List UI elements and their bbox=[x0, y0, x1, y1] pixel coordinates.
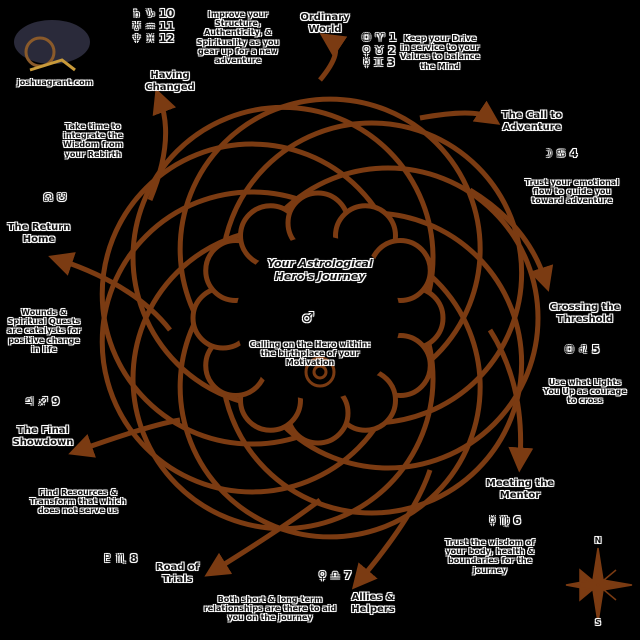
call-to-adventure-title: The Call to Adventure bbox=[501, 110, 563, 133]
center-title: Your Astrological Hero's Journey bbox=[267, 257, 373, 283]
logo-stand-icon bbox=[29, 58, 76, 72]
call-to-adventure-note: Trust your emotional flow to guide you t… bbox=[525, 178, 619, 206]
ordinary-world-title: Ordinary World bbox=[300, 12, 350, 35]
meeting-mentor-title: Meeting the Mentor bbox=[485, 478, 555, 501]
compass-star-icon bbox=[565, 547, 633, 623]
center-spiral bbox=[304, 356, 336, 388]
final-showdown-glyphs: ♃ ♐ 9 bbox=[24, 395, 60, 408]
center-subtitle: Calling on the Hero within: the birthpla… bbox=[249, 340, 371, 368]
return-home-note: Take time to integrate the Wisdom from y… bbox=[63, 122, 123, 159]
allies-title: Allies & Helpers bbox=[351, 592, 395, 615]
crossing-threshold-title: Crossing the Threshold bbox=[549, 302, 621, 325]
compass-south: S bbox=[595, 618, 601, 627]
allies-note: Both short & long-term relationships are… bbox=[203, 595, 337, 623]
having-changed-note: Improve your Structure, Authenticity, & … bbox=[196, 10, 280, 65]
meeting-mentor-note: Trust the wisdom of your body, health & … bbox=[445, 538, 535, 575]
logo-cloud-icon bbox=[14, 20, 90, 64]
stage-arrow bbox=[419, 100, 501, 125]
return-home-glyphs: ☊ ☋ bbox=[43, 191, 67, 204]
crossing-threshold-note: Use what Lights You Up as courage to cro… bbox=[543, 378, 627, 406]
return-home-title: The Return Home bbox=[7, 222, 71, 245]
call-to-adventure-glyphs: ☽ ♋ 4 bbox=[542, 147, 578, 160]
final-showdown-title: The Final Showdown bbox=[12, 425, 74, 448]
mars-glyph: ♂ bbox=[301, 310, 315, 326]
final-showdown-note: Wounds & Spiritual Quests are catalysts … bbox=[7, 308, 81, 354]
meeting-mentor-glyphs: ☿ ♍ 6 bbox=[489, 514, 521, 527]
ordinary-world-note: Keep your Drive in service to your Value… bbox=[400, 34, 480, 71]
road-of-trials-glyphs: ♇ ♏ 8 bbox=[102, 552, 138, 565]
center-disc bbox=[236, 236, 400, 400]
stage-arrow bbox=[147, 88, 177, 201]
crossing-threshold-glyphs: ☉ ♌ 5 bbox=[564, 343, 600, 356]
stage-arrow bbox=[468, 187, 554, 292]
stage-arrow bbox=[487, 328, 534, 473]
compass-north: N bbox=[594, 536, 602, 545]
road-of-trials-note: Find Resources & Transform that which do… bbox=[29, 488, 127, 516]
ordinary-world-glyphs: ☉ ♈ 1♀ ♉ 2☿ ♊ 3 bbox=[361, 31, 397, 70]
center-spiral bbox=[312, 364, 328, 380]
stage-arrow bbox=[48, 252, 172, 332]
stage-arrow bbox=[351, 469, 433, 590]
allies-glyphs: ♀ ♎ 7 bbox=[318, 569, 352, 582]
stage-arrow bbox=[318, 33, 348, 82]
stage-arrow bbox=[68, 417, 181, 458]
logo-text: joshuagrant.com bbox=[17, 78, 93, 87]
stage-arrow bbox=[204, 498, 322, 577]
having-changed-title: Having Changed bbox=[145, 70, 195, 93]
road-of-trials-title: Road of Trials bbox=[155, 562, 200, 585]
having-changed-glyphs: ♄ ♑ 10♅ ♒ 11♆ ♓ 12 bbox=[131, 7, 175, 46]
